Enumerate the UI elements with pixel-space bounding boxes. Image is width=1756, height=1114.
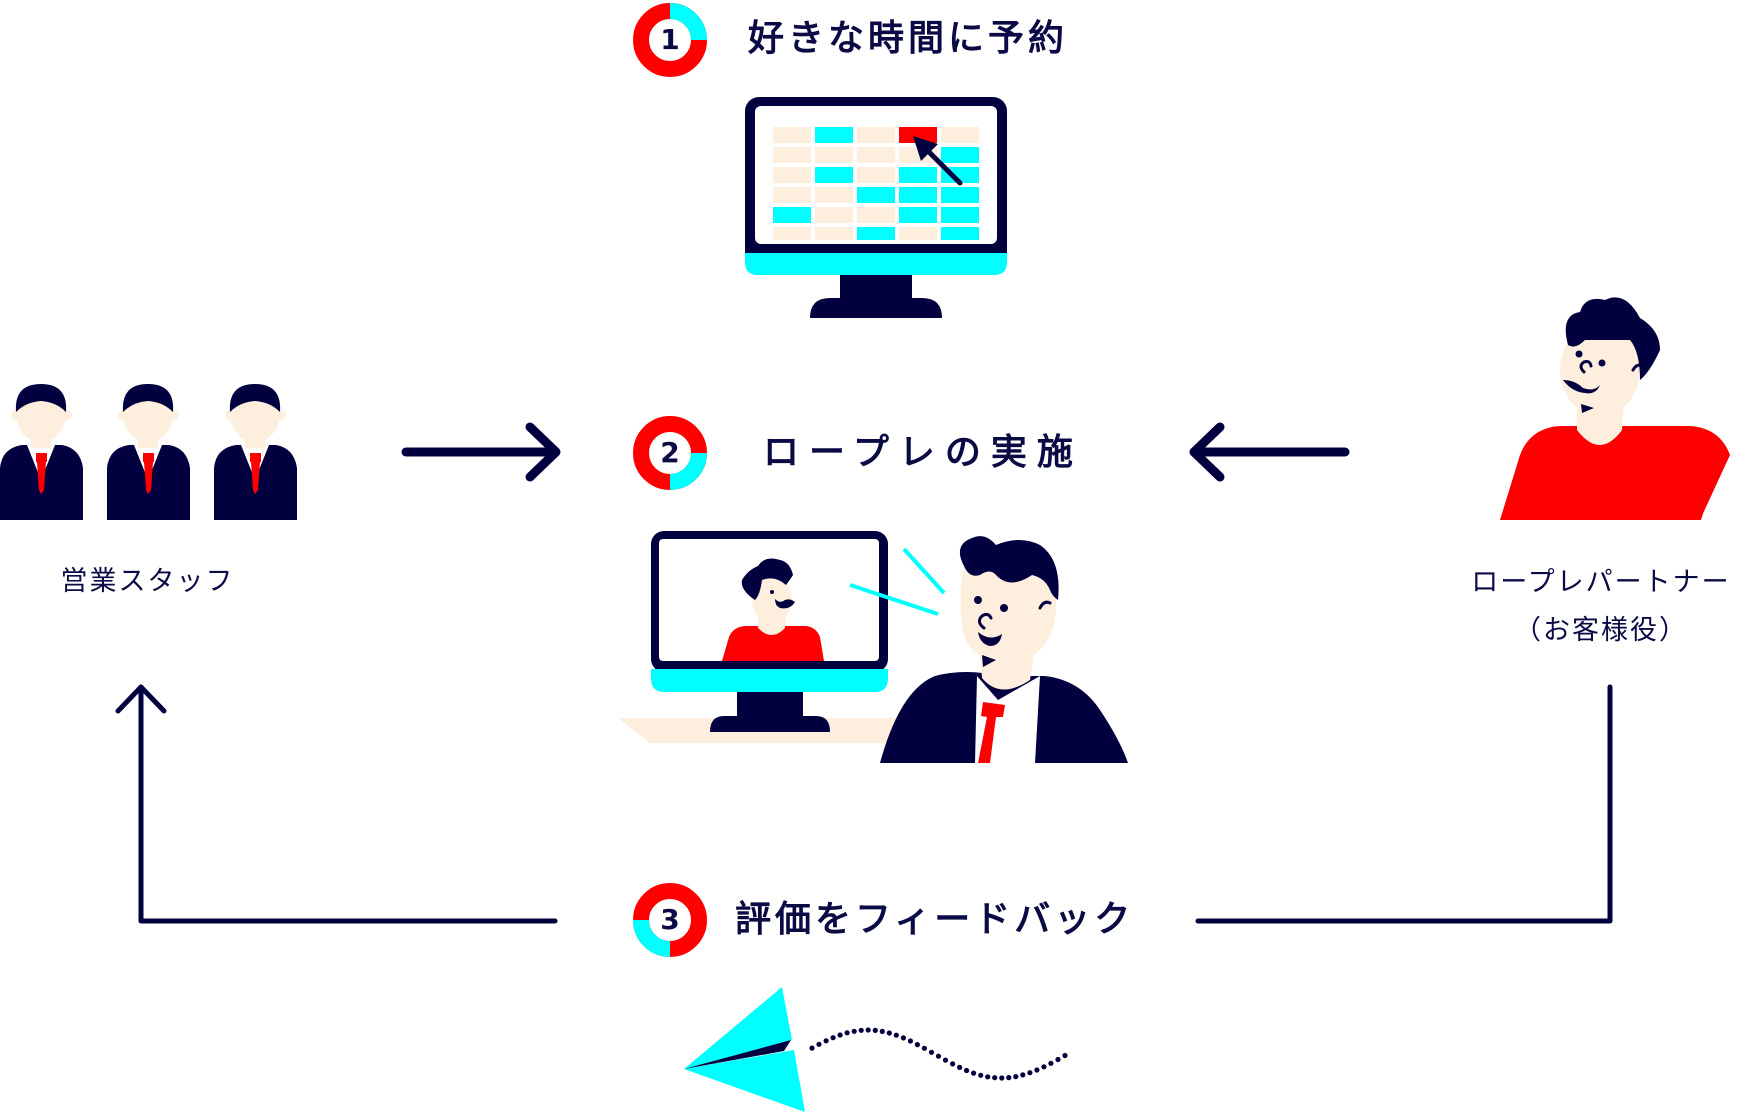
calendar-slot-selected [899, 127, 937, 143]
arrow-right-icon [401, 422, 561, 482]
calendar-slot-booked [941, 187, 979, 203]
step-2-title: ロープレの実施 [763, 432, 1083, 473]
calendar-slot-booked [941, 227, 979, 240]
step-2-badge [633, 416, 707, 490]
step-2-number: 2 [660, 436, 680, 469]
flight-path-dot [865, 1027, 871, 1033]
paper-plane-icon [684, 987, 805, 1112]
flight-path-dot [942, 1057, 949, 1063]
sales-staff-label: 営業スタッフ [60, 566, 235, 597]
flight-path-dot [1041, 1064, 1047, 1070]
calendar-slot-free [815, 187, 853, 203]
calendar-slot-free [773, 147, 811, 163]
step-3-badge [633, 883, 707, 957]
calendar-slot-booked [857, 187, 895, 203]
calendar-slot-booked [899, 167, 937, 183]
flight-path-dot [844, 1030, 850, 1036]
flight-path-dot [851, 1028, 857, 1034]
flight-path-dot [1048, 1060, 1054, 1066]
calendar-slot-free [899, 227, 937, 240]
flight-path-dot [1062, 1052, 1068, 1059]
flight-path-dot [928, 1049, 935, 1055]
step-1-title: 好きな時間に予約 [748, 18, 1069, 59]
calendar-slot-free [773, 187, 811, 203]
flight-path-dot [999, 1075, 1005, 1081]
flight-path-dot [809, 1045, 815, 1051]
flight-path-dot [985, 1074, 991, 1080]
flight-path-dot [914, 1042, 921, 1048]
calendar-slot-free [773, 167, 811, 183]
flight-path-dot [1055, 1056, 1061, 1063]
arrow-left-icon [1189, 422, 1350, 482]
roleplay-partner-illustration [1500, 297, 1730, 520]
flight-path-dot [921, 1045, 928, 1051]
feedback-line-right [1195, 684, 1613, 924]
flight-path-dot [886, 1030, 892, 1036]
calendar-slot-free [815, 207, 853, 223]
calendar-slot-free [773, 127, 811, 143]
calendar-slot-free [857, 207, 895, 223]
calendar-slot-free [773, 227, 811, 240]
sales-staff-figure [214, 384, 297, 520]
cursor-arrow-icon [913, 136, 963, 186]
step-1-badge [633, 3, 707, 77]
flight-path-dot [907, 1038, 914, 1044]
flight-path-dot [879, 1028, 885, 1034]
flight-path-dot [1013, 1074, 1019, 1080]
flight-path-dot [1034, 1067, 1040, 1073]
flight-path-dot [964, 1067, 970, 1074]
calendar-slot-booked [941, 147, 979, 163]
flight-path-dot [900, 1035, 907, 1041]
flight-path-dot [872, 1027, 878, 1033]
step-3-title: 評価をフィードバック [735, 899, 1135, 940]
calendar-slot-booked [773, 207, 811, 223]
calendar-slot-free [857, 147, 895, 163]
flight-path-dot [978, 1072, 984, 1078]
sales-staff-figure [107, 384, 190, 520]
sales-staff-group [0, 384, 297, 520]
dotted-flight-path [809, 1027, 1068, 1081]
calendar-slot-booked [941, 207, 979, 223]
flight-path-dot [837, 1032, 843, 1038]
flight-path-dot [1020, 1072, 1026, 1078]
step-1-number: 1 [660, 23, 680, 56]
arrow-up-icon [115, 684, 167, 714]
calendar-slot-free [941, 127, 979, 143]
flight-path-dot [858, 1027, 864, 1033]
calendar-slot-booked [815, 127, 853, 143]
step-3-number: 3 [660, 903, 680, 936]
flight-path-dot [893, 1032, 899, 1038]
flight-path-dot [992, 1075, 998, 1081]
flight-path-dot [971, 1070, 977, 1076]
calendar-slot-booked [857, 227, 895, 240]
calendar-slot-booked [815, 167, 853, 183]
calendar-slot-free [815, 147, 853, 163]
flight-path-dot [1027, 1070, 1033, 1076]
flight-path-dot [823, 1038, 829, 1044]
sales-staff-figure [0, 384, 83, 520]
flight-path-dot [935, 1053, 942, 1059]
calendar-monitor-illustration [745, 97, 1007, 318]
video-call-illustration [618, 531, 1128, 763]
flight-path-dot [1006, 1075, 1012, 1081]
flight-path-dot [816, 1041, 822, 1047]
feedback-line-left-icon [115, 684, 558, 924]
calendar-slot-free [815, 227, 853, 240]
flight-path-dot [957, 1064, 963, 1070]
calendar-slot-booked [899, 207, 937, 223]
calendar-slot-free [857, 167, 895, 183]
calendar-slot-free [857, 127, 895, 143]
flight-path-dot [830, 1035, 836, 1041]
partner-sublabel: （お客様役） [1514, 615, 1688, 646]
partner-label: ロープレパートナー [1471, 567, 1731, 598]
calendar-slot-booked [899, 187, 937, 203]
flight-path-dot [950, 1061, 956, 1067]
